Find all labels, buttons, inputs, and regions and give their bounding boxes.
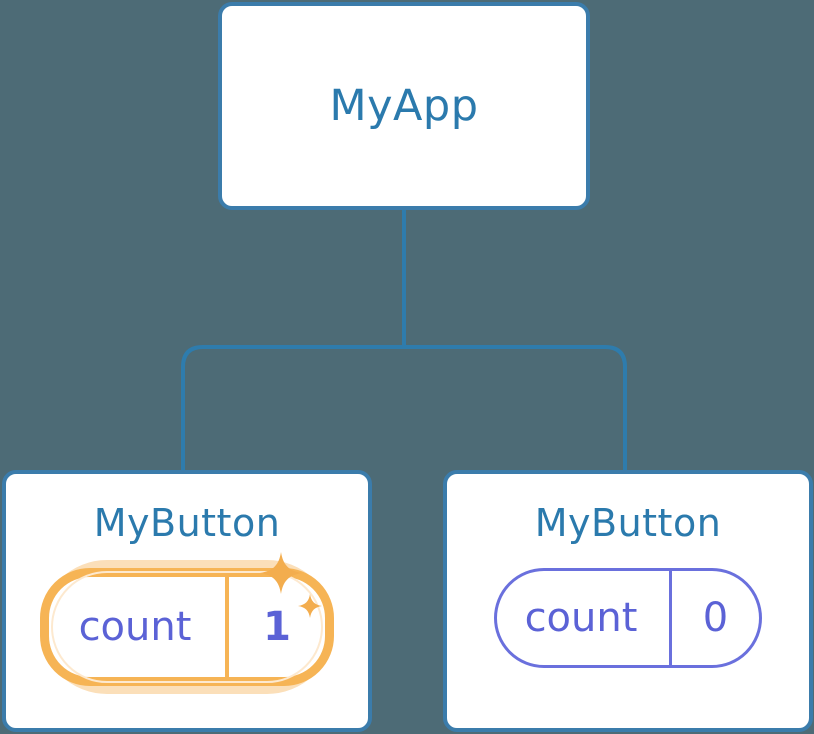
state-pill-left-value: 1 xyxy=(225,577,325,677)
node-mybutton-left[interactable]: MyButton count 1 xyxy=(2,470,372,732)
sparkle-small-icon xyxy=(298,594,322,618)
state-pill-left[interactable]: count 1 xyxy=(40,552,334,686)
state-pill-right[interactable]: count 0 xyxy=(494,568,762,668)
node-myapp-title: MyApp xyxy=(329,80,479,131)
node-mybutton-right[interactable]: MyButton count 0 xyxy=(443,470,813,732)
state-pill-left-key: count xyxy=(78,604,192,650)
state-pill-right-wrap: count 0 xyxy=(447,568,809,668)
state-pill-right-value: 0 xyxy=(669,571,759,665)
node-myapp[interactable]: MyApp xyxy=(218,2,590,210)
edge-branch-bar xyxy=(181,345,627,470)
node-mybutton-right-title: MyButton xyxy=(534,501,722,545)
state-pill-left-wrap: count 1 xyxy=(6,552,368,694)
state-pill-right-key: count xyxy=(524,595,638,641)
node-mybutton-left-title: MyButton xyxy=(93,501,281,545)
sparkle-large-icon xyxy=(260,552,302,594)
